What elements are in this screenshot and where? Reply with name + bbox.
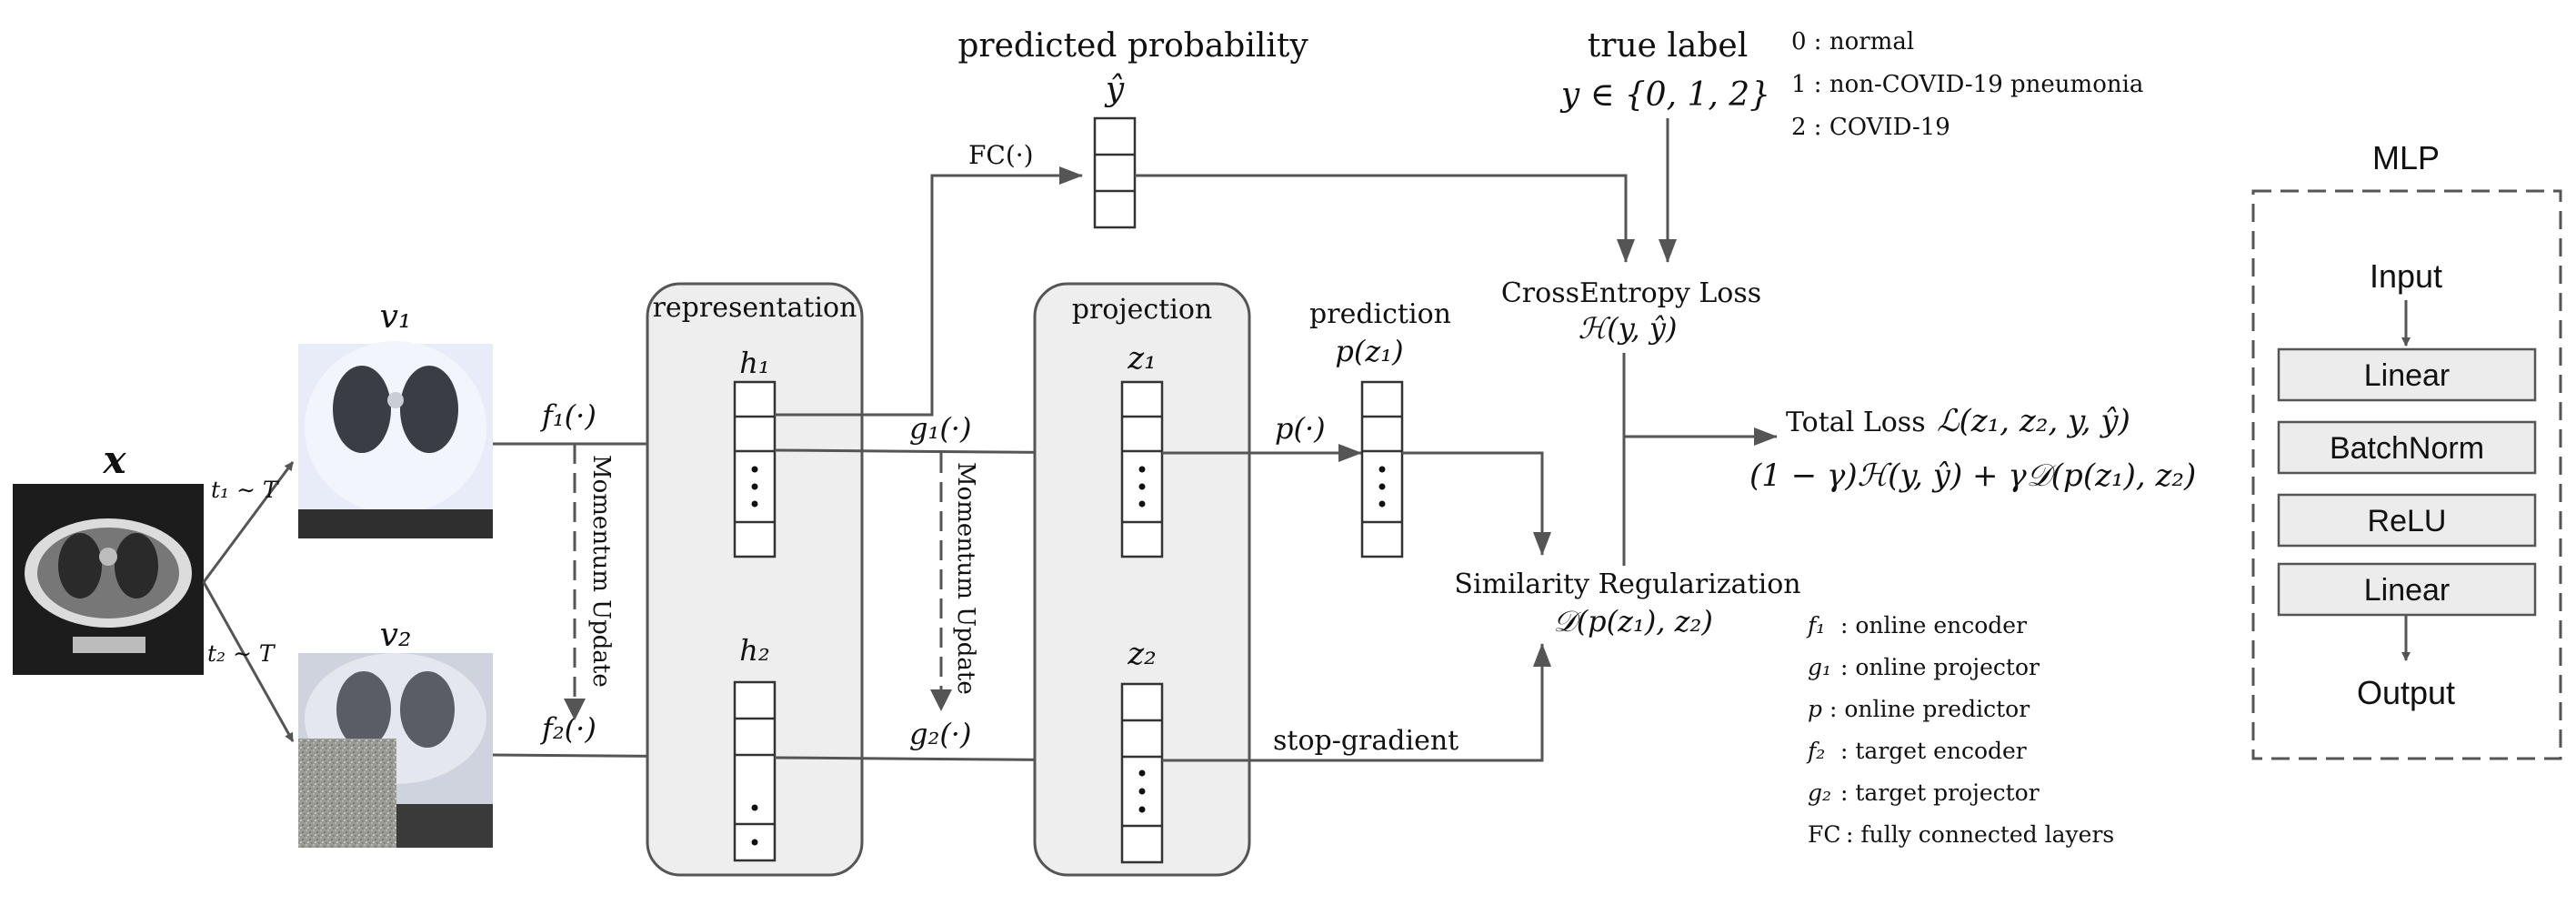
- class-1: 1 : non-COVID-19 pneumonia: [1791, 71, 2143, 98]
- legend-desc-g1: : online projector: [1840, 654, 2040, 680]
- ce-loss-title: CrossEntropy Loss: [1501, 277, 1761, 309]
- g1-label: g₁(·): [909, 411, 971, 446]
- stop-gradient-label: stop-gradient: [1273, 725, 1458, 757]
- mlp-block: MLP Input Linear BatchNorm ReLU Linear O…: [2251, 139, 2562, 760]
- fc-label: FC(·): [968, 140, 1034, 170]
- notation-legend: f₁ : online encoder g₁ : online projecto…: [1806, 612, 2114, 848]
- mlp-layer-relu: [2277, 493, 2537, 548]
- momentum-update-2-arrowhead: [930, 689, 952, 711]
- mlp-layer-linear-1-label: Linear: [2364, 358, 2451, 393]
- class-0: 0 : normal: [1791, 28, 1914, 55]
- true-label-title: true label: [1588, 27, 1748, 65]
- predicted-probability-label: predicted probability: [957, 27, 1308, 65]
- legend-sym-f2: f₂: [1806, 738, 1825, 764]
- pz1-to-sim-arrow: [1402, 451, 1551, 556]
- mlp-layer-relu-label: ReLU: [2368, 504, 2447, 538]
- x-label: x: [102, 437, 126, 482]
- legend-desc-f1: : online encoder: [1840, 612, 2027, 639]
- legend-desc-f2: : target encoder: [1840, 738, 2027, 764]
- mlp-layer-batchnorm-label: BatchNorm: [2330, 431, 2484, 466]
- mlp-layer-linear-1: [2277, 347, 2537, 402]
- mlp-layer-batchnorm: [2277, 420, 2537, 475]
- momentum-update-1-arrowhead: [564, 699, 586, 720]
- mlp-frame: [2251, 189, 2562, 760]
- v2-label: v₂: [380, 617, 412, 654]
- y-set-label: y ∈ {0, 1, 2}: [1559, 76, 1770, 114]
- input-ct-image: [13, 484, 204, 675]
- mlp-layer-linear-2-label: Linear: [2364, 573, 2451, 608]
- total-loss-expansion: (1 − γ)ℋ(y, ŷ) + γ𝒟(p(z₁), z₂): [1749, 458, 2196, 494]
- representation-panel: [646, 282, 864, 877]
- legend-sym-fc: FC: [1808, 821, 1840, 848]
- legend-sym-f1: f₁: [1806, 612, 1825, 639]
- pz1-label: p(z₁): [1335, 334, 1403, 368]
- total-loss-title: Total Loss: [1786, 407, 1926, 438]
- legend-sym-g2: g₂: [1808, 779, 1831, 806]
- z2-vector: [1120, 682, 1164, 864]
- stop-gradient-arrow: [1162, 643, 1551, 762]
- augment-arrow-2: [202, 581, 295, 742]
- legend-desc-g2: : target projector: [1840, 779, 2040, 806]
- representation-label: representation: [653, 292, 857, 324]
- h1-label: h₁: [739, 346, 769, 380]
- legend-sym-p: p: [1808, 696, 1822, 722]
- z2-label: z₂: [1127, 636, 1157, 672]
- class-2: 2 : COVID-19: [1791, 114, 1950, 141]
- projection-label: projection: [1072, 294, 1213, 326]
- prediction-label: prediction: [1309, 298, 1451, 330]
- y-hat-label: ŷ: [1104, 71, 1125, 108]
- mlp-layer-linear-2: [2277, 562, 2537, 617]
- sim-loss-title: Similarity Regularization: [1454, 568, 1800, 600]
- t2-label: t₂ ∼ T: [207, 640, 276, 667]
- t1-label: t₁ ∼ T: [211, 477, 280, 503]
- ce-loss-formula: ℋ(y, ŷ): [1579, 311, 1678, 346]
- sim-loss-formula: 𝒟(p(z₁), z₂): [1553, 604, 1713, 639]
- view-v2-image: [298, 653, 493, 848]
- view-v1-image: [298, 341, 493, 538]
- augment-arrow-1: [202, 461, 295, 583]
- legend-desc-fc: : fully connected layers: [1846, 821, 2114, 848]
- g2-label: g₂(·): [909, 717, 971, 751]
- legend-desc-p: : online predictor: [1829, 696, 2030, 722]
- p-label: p(·): [1275, 411, 1326, 446]
- momentum-update-1-label: Momentum Update: [587, 455, 615, 688]
- mlp-output-label: Output: [2357, 674, 2455, 711]
- legend-sym-g1: g₁: [1808, 654, 1831, 680]
- z1-label: z₁: [1127, 340, 1157, 377]
- mlp-input-label: Input: [2370, 257, 2442, 295]
- total-loss-formula: ℒ(z₁, z₂, y, ŷ): [1937, 403, 2130, 439]
- v1-label: v₁: [380, 298, 412, 336]
- fc-arrow: [775, 166, 1083, 417]
- f2-label: f₂(·): [540, 711, 596, 746]
- pz1-vector: [1360, 380, 1404, 558]
- y-hat-to-ce-arrow: [1135, 174, 1635, 263]
- z1-vector: [1120, 380, 1164, 558]
- mlp-title: MLP: [2372, 139, 2440, 176]
- h2-vector: [733, 680, 777, 862]
- y-hat-vector: [1093, 116, 1137, 229]
- projection-panel: [1033, 282, 1251, 877]
- momentum-update-2-label: Momentum Update: [952, 462, 979, 695]
- f1-label: f₁(·): [540, 398, 596, 433]
- h2-label: h₂: [739, 633, 769, 668]
- h1-vector: [733, 380, 777, 558]
- masked-noise-patch: [298, 739, 396, 848]
